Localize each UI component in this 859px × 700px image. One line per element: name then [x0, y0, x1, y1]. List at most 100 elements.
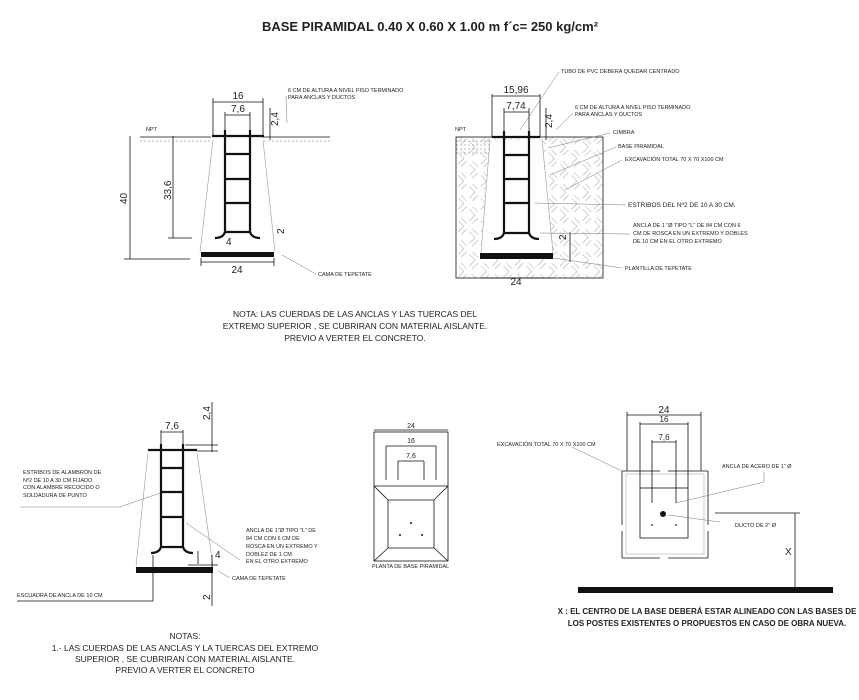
dim-bed: 2 [558, 234, 569, 240]
stirrups-line-3: CON ALAMBRE RECOCIDO O [23, 485, 100, 491]
anchor-point [420, 533, 424, 537]
plan-excavation: 24 16 7,6 EXCAVACIÓN TOTAL 70 X 70 X100 … [497, 405, 857, 628]
cimbra-label: CIMBRA [613, 130, 635, 136]
elevation-3: 7,6 2,4 4 2 ESTRIBOS DE ALAMBRÓN DE Nº2 … [17, 402, 318, 606]
elevation-2: 15,96 7,74 2,4 2 24 NPT TUBO DE PVC DEBE… [455, 69, 748, 288]
ground-hatch-left [140, 138, 210, 144]
pyramid-fill [481, 140, 553, 253]
duct-label: DUCTO DE 2" Ø [735, 523, 777, 529]
excavation-label: EXCAVACIÓN TOTAL 70 X 70 X100 CM [497, 441, 596, 448]
bed-pad [480, 253, 553, 259]
dimension-lines [480, 94, 571, 279]
bed-pad [136, 567, 213, 573]
dimension-lines [626, 412, 800, 590]
anchor-point [651, 524, 653, 526]
notes-line-3: PREVIO A VERTER EL CONCRETO [115, 665, 255, 675]
leader-lines [571, 446, 765, 523]
dimension-lines [17, 402, 218, 606]
anchor-cage [159, 444, 185, 549]
notes-bottom: NOTAS: 1.- LAS CUERDAS DE LAS ANCLAS Y L… [52, 631, 319, 675]
dimension-lines [124, 98, 275, 266]
height-note-line-2: PARA ANCLAS Y DUCTOS [288, 95, 355, 101]
anchor-cage [223, 130, 252, 234]
reference-line [578, 587, 833, 593]
npt-hatch [456, 137, 490, 156]
pyramid-outline [625, 473, 705, 555]
height-note-line-1: 6 CM DE ALTURA A NIVEL PISO TERMINADO [288, 88, 404, 94]
dim-top-height: 2,4 [270, 112, 281, 126]
sheet-title: BASE PIRAMIDAL 0.40 X 0.60 X 1.00 m f´c=… [262, 19, 599, 34]
plan-outline [373, 431, 449, 562]
pyramid-outline [199, 139, 276, 253]
dim-x: X [785, 547, 792, 558]
dim-base-width: 24 [231, 265, 243, 276]
dim-inner: 7,6 [658, 433, 670, 442]
notes-line-1: 1.- LAS CUERDAS DE LAS ANCLAS Y LA TUERC… [52, 643, 319, 653]
dim-outer: 24 [658, 405, 670, 416]
bed-label: PLANTILLA DE TEPETATE [625, 266, 692, 272]
note-1-line-2: EXTREMO SUPERIOR , SE CUBRIRAN CON MATER… [223, 321, 488, 331]
anchor-line-1: ANCLA DE 1"Ø TIPO "L" DE [246, 528, 316, 534]
dim-top-height: 2,4 [202, 406, 213, 420]
dim-embed-depth: 33,6 [163, 180, 174, 200]
leader-lines [20, 492, 241, 579]
dim-bed: 2 [276, 228, 287, 234]
x-note-line-2: LOS POSTES EXISTENTES O PROPUESTOS EN CA… [568, 619, 847, 628]
square-label: ESCUADRA DE ANCLA DE 10 CM [17, 593, 103, 599]
duct-point [409, 521, 413, 525]
x-note-line-1: X : EL CENTRO DE LA BASE DEBERÁ ESTAR AL… [558, 607, 857, 616]
leader-lines [519, 71, 631, 269]
stirrups-line-1: ESTRIBOS DE ALAMBRÓN DE [23, 469, 102, 476]
bed-label: CAMA DE TEPETATE [232, 576, 286, 582]
stirrups-label: ESTRIBOS DEL Nº2 DE 10 A 30 CM. [628, 202, 736, 209]
dim-hook: 4 [215, 550, 221, 561]
anchor-line-3: ROSCA EN UN EXTREMO Y [246, 544, 318, 550]
dimension-lines [374, 429, 448, 480]
anchor-hooks [214, 231, 261, 240]
note-1-line-3: PREVIO A VERTER EL CONCRETO. [284, 333, 426, 343]
anchor-line-4: DOBLEZ DE 1 CM [246, 552, 292, 558]
pyramid-edges [373, 485, 449, 562]
notes-heading: NOTAS: [169, 631, 200, 641]
stirrups-line-4: SOLDADURA DE PUNTO [23, 493, 87, 499]
pvc-label: TUBO DE PVC DEBERA QUEDAR CENTRADO [561, 69, 680, 75]
bed-label: CAMA DE TEPETATE [318, 272, 372, 278]
pyramid-outline [480, 139, 554, 254]
anchor-label-line-1: ANCLA DE 1 "Ø TIPO "L" DE 84 CM CON 6 [633, 223, 741, 229]
dim-top-height: 2,4 [544, 114, 555, 128]
anchor-point [675, 524, 677, 526]
height-note-line-2: PARA ANCLAS Y DUCTOS [575, 112, 642, 118]
anchor-label-line-2: CM DE ROSCA EN UN EXTREMO Y DOBLES [633, 231, 748, 237]
anchor-hooks [150, 546, 194, 555]
dim-anchor-spacing: 7,6 [165, 421, 179, 432]
anchor-label: ANCLA DE ACERO DE 1" Ø [722, 464, 792, 470]
anchor-line-2: 84 CM CON 6 CM DE [246, 536, 300, 542]
dim-inner: 7,6 [406, 453, 416, 460]
dim-hook: 4 [226, 237, 232, 248]
anchor-label-line-3: DE 10 CM EN EL OTRO EXTREMO [633, 239, 722, 245]
dim-base-width: 24 [510, 277, 522, 288]
dim-outer: 24 [407, 423, 415, 430]
dim-top-width: 15,96 [503, 85, 528, 96]
base-outline [639, 487, 689, 539]
npt-label: NPT [146, 127, 158, 133]
stirrups-line-2: Nº2 DE 10 A 30 CM FIJADO [23, 477, 93, 484]
duct-circle [660, 511, 666, 517]
note-1: NOTA: LAS CUERDAS DE LAS ANCLAS Y LAS TU… [223, 309, 488, 343]
npt-label: NPT [455, 127, 467, 133]
height-note-line-1: 6 CM DE ALTURA A NIVEL PISO TERMINADO [575, 105, 691, 111]
dim-mid: 16 [660, 415, 669, 424]
plan-pyramid: 24 16 7,6 PLANTA DE BASE PIRAMIDAL [372, 423, 449, 570]
dim-total-depth: 40 [119, 192, 130, 204]
leader-lines [281, 95, 317, 275]
anchor-point [398, 533, 402, 537]
plan-caption: PLANTA DE BASE PIRAMIDAL [372, 564, 449, 570]
base-label: BASE PIRAMIDAL [618, 144, 664, 150]
anchor-hooks [493, 232, 540, 241]
ground-hatch-right [262, 138, 330, 144]
notes-line-2: SUPERIOR , SE CUBRIRAN CON MATERIAL AISL… [75, 654, 295, 664]
excavation-label: EXCAVACIÓN TOTAL 70 X 70 X100 CM [625, 156, 724, 163]
note-1-line-1: NOTA: LAS CUERDAS DE LAS ANCLAS Y LAS TU… [233, 309, 477, 319]
dim-bed: 2 [202, 594, 213, 600]
